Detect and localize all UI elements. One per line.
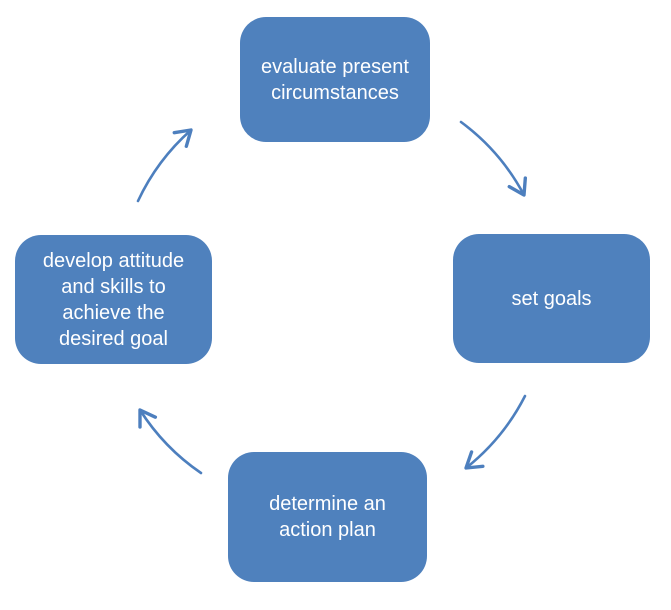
node-set-goals: set goals bbox=[453, 234, 650, 363]
arrow-top-to-right-icon bbox=[459, 120, 528, 197]
node-label: set goals bbox=[511, 286, 591, 312]
node-label: determine an action plan bbox=[269, 491, 386, 543]
node-label-line: develop attitude bbox=[42, 249, 185, 272]
node-label-line: and skills to bbox=[61, 275, 166, 298]
arrow-bottom-to-left-icon bbox=[138, 408, 203, 475]
node-label-line: achieve the bbox=[62, 301, 165, 324]
node-evaluate-present-circumstances: evaluate present circumstances bbox=[240, 17, 430, 142]
arrow-left-to-top-icon bbox=[136, 128, 193, 203]
node-label: evaluate present circumstances bbox=[261, 54, 409, 106]
node-label-line: set goals bbox=[511, 287, 592, 310]
node-label: develop attitude and skills to achieve t… bbox=[43, 248, 184, 352]
node-label-line: determine an bbox=[269, 493, 386, 515]
node-label-line: evaluate present bbox=[261, 55, 409, 78]
node-label-line: desired goal bbox=[59, 327, 168, 350]
node-determine-an-action-plan: determine an action plan bbox=[228, 452, 427, 582]
arrow-right-to-bottom-icon bbox=[464, 394, 527, 470]
node-develop-attitude-and-skills: develop attitude and skills to achieve t… bbox=[15, 235, 212, 364]
node-label-line: action plan bbox=[279, 519, 376, 541]
node-label-line: circumstances bbox=[271, 81, 399, 104]
